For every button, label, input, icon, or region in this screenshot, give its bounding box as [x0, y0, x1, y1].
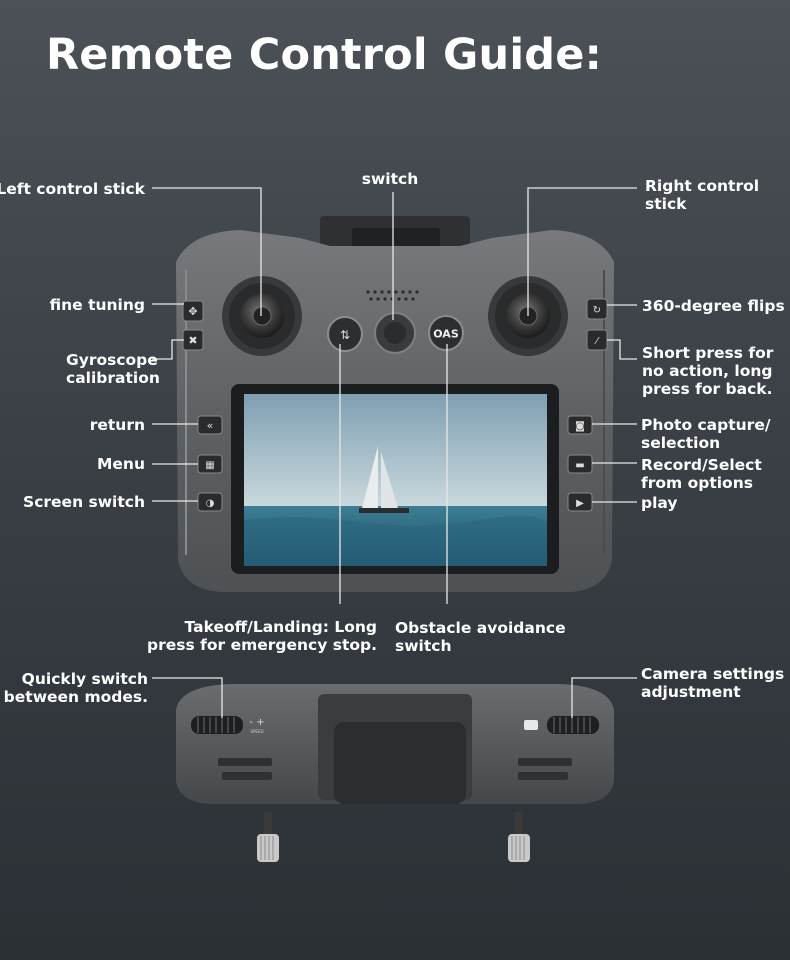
play-button[interactable]: ▶: [567, 492, 593, 512]
left-stick-thumb: [257, 812, 279, 862]
back-button[interactable]: ⁄: [586, 329, 608, 351]
label-takeoff: Takeoff/Landing: Long press for emergenc…: [147, 618, 377, 654]
flip-icon: ↻: [593, 305, 601, 316]
record-button[interactable]: ▬: [567, 454, 593, 474]
takeoff-landing-button[interactable]: ⇅: [327, 316, 363, 352]
menu-button[interactable]: ▦: [197, 454, 223, 474]
label-obstacle: Obstacle avoidance switch: [395, 619, 566, 655]
label-menu: Menu: [96, 455, 145, 473]
back-icon: ⁄: [594, 336, 600, 347]
label-gyro: Gyroscope calibration: [66, 351, 160, 387]
sailboat: [359, 446, 409, 513]
label-right-stick: Right control stick: [645, 177, 760, 213]
svg-text:SPEED: SPEED: [250, 729, 263, 734]
power-switch-button[interactable]: [374, 312, 416, 354]
svg-text:OAS: OAS: [433, 328, 459, 341]
label-fine-tuning: fine tuning: [49, 296, 145, 314]
return-icon: «: [207, 419, 214, 432]
takeoff-landing-icon: ⇅: [340, 328, 350, 342]
record-icon: ▬: [575, 460, 584, 471]
label-left-stick: Left control stick: [0, 180, 145, 198]
label-flips: 360-degree flips: [642, 297, 785, 315]
left-control-stick[interactable]: [222, 276, 302, 356]
photo-button[interactable]: ◙: [567, 415, 593, 435]
fine-tuning-button[interactable]: ✥: [182, 300, 204, 322]
controller-bottom-view: - + SPEED: [176, 684, 614, 862]
gyro-calibration-button[interactable]: ✖: [182, 329, 204, 351]
label-quick-switch: Quickly switch between modes.: [3, 670, 148, 706]
screen-switch-icon: ◑: [206, 498, 215, 509]
label-play: play: [641, 494, 678, 512]
return-button[interactable]: «: [197, 415, 223, 435]
right-stick-thumb: [508, 812, 530, 862]
mode-dial[interactable]: - + SPEED: [191, 716, 265, 734]
svg-text:- +: - +: [249, 717, 264, 728]
label-record: Record/Select from options: [641, 456, 762, 492]
leader-lines: [152, 187, 637, 718]
screen-switch-button[interactable]: ◑: [197, 492, 223, 512]
screen: [231, 384, 559, 574]
play-icon: ▶: [576, 498, 584, 509]
flip-button[interactable]: ↻: [586, 298, 608, 320]
label-return: return: [89, 416, 145, 434]
label-short-press: Short press for no action, long press fo…: [642, 344, 774, 398]
label-photo: Photo capture/ selection: [641, 416, 771, 452]
gyro-icon: ✖: [188, 334, 197, 347]
camera-icon: ◙: [575, 421, 585, 432]
menu-grid-icon: ▦: [205, 460, 214, 471]
page-title: Remote Control Guide:: [46, 30, 603, 80]
label-switch: switch: [361, 170, 419, 188]
label-screen-switch: Screen switch: [23, 493, 145, 511]
camera-settings-dial[interactable]: [524, 716, 599, 734]
label-camera-settings: Camera settings adjustment: [641, 665, 785, 701]
oas-button[interactable]: OAS: [428, 315, 464, 351]
move-arrows-icon: ✥: [188, 305, 197, 318]
